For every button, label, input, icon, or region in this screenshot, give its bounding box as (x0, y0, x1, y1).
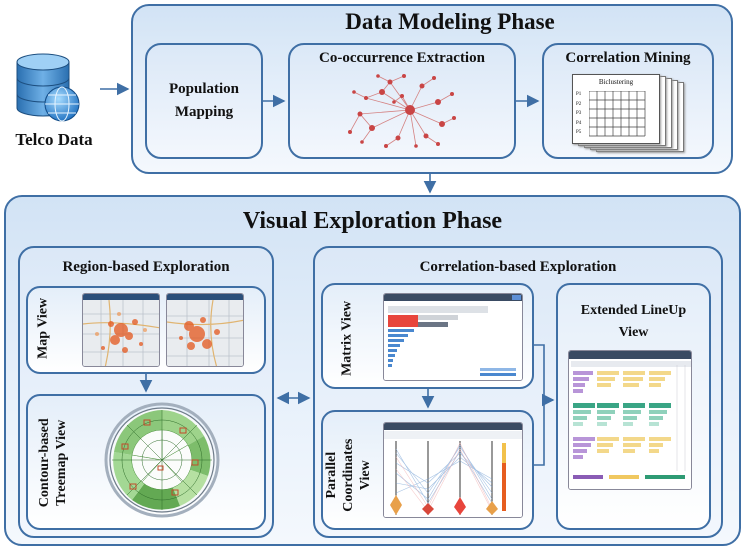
population-mapping-panel (145, 43, 263, 159)
extended-lineup-title: Extended LineUp View (580, 303, 687, 340)
telco-data-label: Telco Data (15, 130, 93, 149)
telco-data-node: Telco Data (8, 52, 100, 152)
parallel-coordinates-thumbnail (383, 422, 523, 518)
matrix-view-thumbnail (383, 293, 523, 381)
correlation-mining-title: Correlation Mining (565, 50, 691, 66)
cooccurrence-graph (348, 74, 456, 148)
biclustering-card-stack: Biclustering P1 P2 P3 P4 P5 (572, 74, 692, 154)
visual-exploration-title: Visual Exploration Phase (242, 208, 503, 234)
map-thumbnail-2 (166, 293, 244, 367)
extended-lineup-thumbnail (568, 350, 692, 490)
cooccurrence-title: Co-occurrence Extraction (319, 50, 485, 66)
connector-matrix-lineup (534, 344, 545, 400)
map-thumbnail-1 (82, 293, 160, 367)
contour-treemap-chart (104, 402, 220, 518)
data-modeling-title: Data Modeling Phase (345, 9, 555, 34)
database-globe-icon (16, 53, 80, 122)
region-exploration-title: Region-based Exploration (62, 259, 230, 275)
cooccurrence-panel (288, 43, 516, 159)
connector-parallel-lineup (534, 400, 545, 466)
biclustering-card: Biclustering P1 P2 P3 P4 P5 (572, 74, 660, 144)
population-mapping-title: Population Mapping (168, 81, 240, 121)
biclustering-row-labels: P1 P2 P3 P4 P5 (576, 92, 582, 135)
correlation-exploration-title: Correlation-based Exploration (419, 259, 617, 275)
